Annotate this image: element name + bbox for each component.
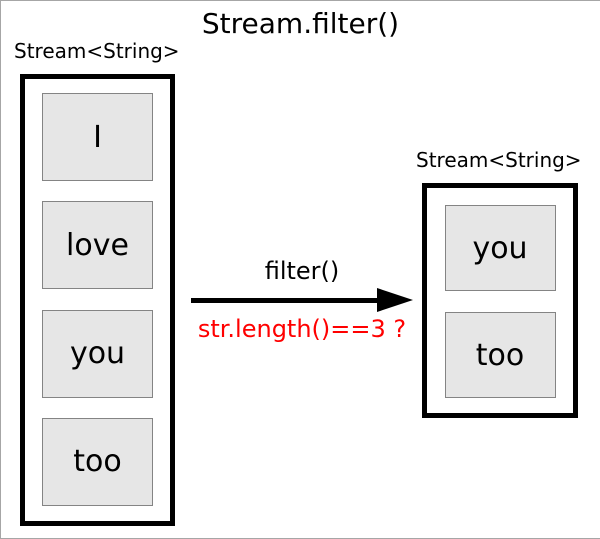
filter-operation-label: filter() <box>264 257 340 285</box>
diagram-title: Stream.filter() <box>201 7 400 40</box>
source-stream-label: Stream<String> <box>14 39 180 63</box>
result-stream-box: you too <box>422 183 578 418</box>
arrow-head-icon <box>377 288 413 312</box>
source-stream-box: I love you too <box>20 74 175 526</box>
source-stream-item: you <box>42 309 153 398</box>
source-stream-item: I <box>42 93 153 181</box>
filter-predicate-label: str.length()==3 ? <box>197 315 407 343</box>
source-stream-item: love <box>42 201 153 290</box>
result-stream-item: you <box>444 205 556 291</box>
arrow-shaft <box>191 298 383 303</box>
result-stream-item: too <box>444 312 556 398</box>
result-stream-label: Stream<String> <box>416 148 582 172</box>
source-stream-item: too <box>42 417 153 506</box>
